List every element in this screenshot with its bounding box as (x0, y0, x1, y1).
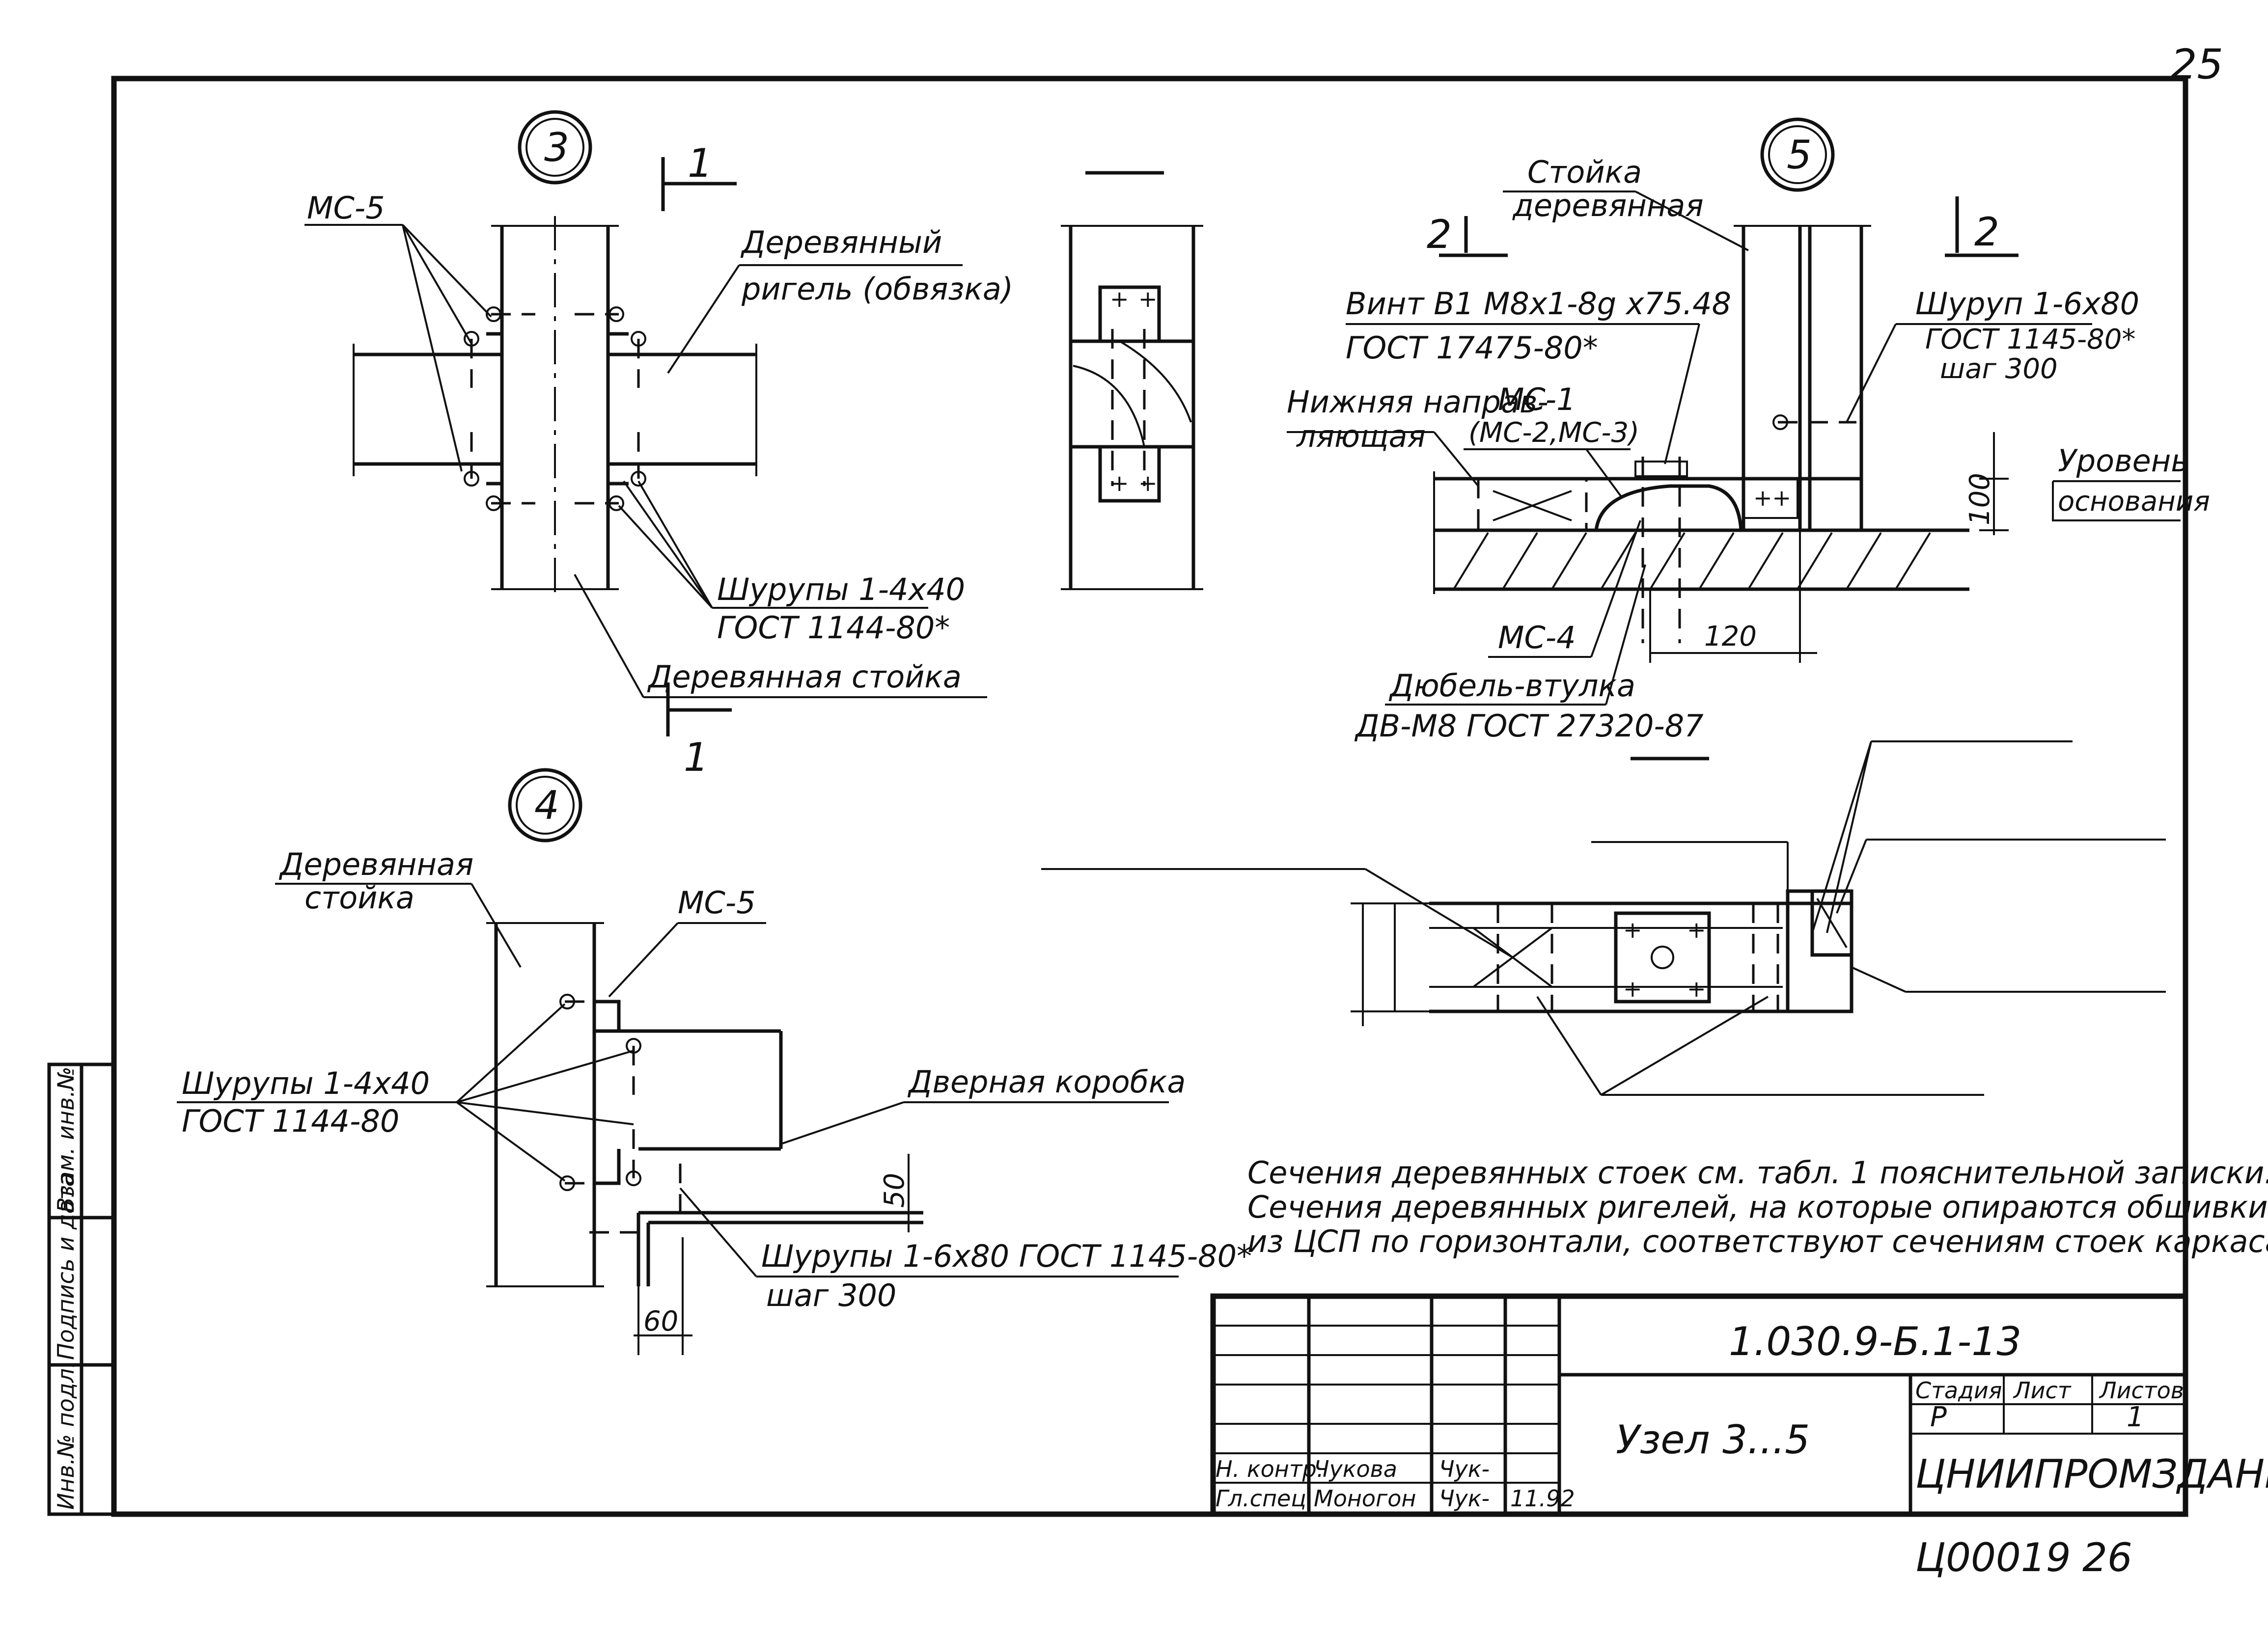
stamp-code: Ц00019 (1915, 1535, 2071, 1580)
node-5-marker: 5 (1787, 132, 1812, 178)
title-sheets-header: Листов (2099, 1377, 2184, 1404)
node-5-bolt-line1: Винт В1 М8х1-8g х75.48 (1346, 286, 1731, 322)
title-name1: Чукова (1314, 1456, 1397, 1482)
title-block: 1.030.9-Б.1-13 Узел 3...5 Стадия Лист Ли… (1210, 1293, 2268, 1517)
title-date: 11.92 (1510, 1485, 1575, 1512)
title-sheets: 1 (2127, 1401, 2144, 1433)
svg-text:++: ++ (1753, 485, 1791, 511)
side-sign-date: Подпись и дата (53, 1173, 79, 1360)
section-2-2-view: + + + + (1041, 740, 2166, 1096)
svg-text:+: + (1623, 976, 1642, 1002)
title-node-name: Узел 3...5 (1616, 1417, 1810, 1463)
node-4-screws6-line2: шаг 300 (766, 1278, 896, 1313)
title-stage: Р (1930, 1401, 1947, 1433)
title-org: ЦНИИПРОМЗДАНИЙ (1915, 1451, 2268, 1497)
node-5-screw-line1: Шуруп 1-6х80 (1915, 286, 2139, 322)
svg-text:+: + (1623, 917, 1642, 943)
node-3-marker: 3 (544, 125, 569, 170)
side-replace: Взам. инв.№ (53, 1066, 79, 1213)
note-line-1: Сечения деревянных стоек см. табл. 1 поя… (1247, 1155, 2268, 1191)
node-5-post-line1: Стойка (1527, 154, 1642, 190)
node-4-mc5-label: МС-5 (678, 885, 756, 921)
node-4-marker: 4 (534, 783, 559, 828)
node-5-dim-120: 120 (1704, 621, 1757, 653)
svg-text:+: + (1687, 917, 1706, 943)
sheet-frame (111, 76, 2188, 1517)
node-4-view: 4 Деревянная стойка МС-5 (177, 768, 1252, 1355)
node-5-mc1-line2: (МС-2,МС-3) (1468, 417, 1639, 449)
node-3-mc5-label: МС-5 (307, 190, 385, 226)
note-line-2: Сечения деревянных ригелей, на которые о… (1247, 1189, 2268, 1225)
node-5-marker-ring (1760, 117, 1835, 192)
title-doc-code: 1.030.9-Б.1-13 (1729, 1319, 2021, 1364)
svg-text:+: + (1110, 286, 1129, 312)
node-5-dowel-line2: ДВ-М8 ГОСТ 27320-87 (1354, 708, 1704, 744)
svg-text:+: + (1110, 470, 1129, 496)
title-sign2: Чук- (1439, 1485, 1490, 1512)
node-5-view: 5 2 2 (1287, 117, 2210, 744)
node-5-mc1-line1: МС-1 (1498, 381, 1576, 417)
section-1-1-view: + + + + (1061, 171, 1203, 590)
node-4-door-frame: Дверная коробка (907, 1064, 1186, 1100)
node-5-guide-line2: ляющая (1296, 418, 1426, 454)
node-3-section-top: 1 (688, 140, 713, 186)
node-5-bolt-line2: ГОСТ 17475-80* (1346, 330, 1598, 366)
node-3-rigel-line2: ригель (обвязка) (741, 271, 1013, 307)
side-inv: Инв.№ подл. (53, 1361, 79, 1510)
title-sheet-header: Лист (2013, 1377, 2072, 1404)
node-4-post-line2: стойка (304, 880, 415, 916)
node-4-screws-line1: Шурупы 1-4х40 (182, 1065, 430, 1101)
node-3-view: 3 1 1 (304, 110, 1013, 780)
title-sign1: Чук- (1439, 1456, 1490, 1482)
stamp-sheet: 26 (2082, 1535, 2132, 1580)
node-5-post-line2: деревянная (1512, 188, 1704, 223)
node-4-dim-50: 50 (879, 1173, 911, 1208)
node-5-dowel-line1: Дюбель-втулка (1388, 668, 1635, 704)
node-5-level-line1: Уровень (2058, 443, 2189, 479)
node-5-screw-line2: ГОСТ 1145-80* (1925, 324, 2135, 355)
node-3-marker-ring (518, 110, 592, 185)
node-5-screw-line3: шаг 300 (1940, 353, 2058, 385)
svg-text:+: + (1687, 976, 1706, 1002)
node-4-screws-line2: ГОСТ 1144-80 (182, 1103, 399, 1139)
node-3-post-label: Деревянная стойка (647, 659, 962, 695)
node-3-rigel-line1: Деревянный (740, 224, 942, 260)
node-5-dim-100: 100 (1964, 473, 1996, 525)
node-5-section-left: 2 (1427, 212, 1452, 257)
title-role2: Гл.спец. (1216, 1485, 1313, 1512)
node-4-dim-60: 60 (643, 1306, 678, 1337)
side-strip: Инв.№ подл. Подпись и дата Взам. инв.№ (47, 1062, 116, 1516)
node-4-post-line1: Деревянная (278, 846, 473, 882)
node-4-marker-ring (508, 768, 582, 843)
note-line-3: из ЦСП по горизонтали, соответствуют сеч… (1247, 1224, 2268, 1259)
node-3-screws-line2: ГОСТ 1144-80* (717, 610, 950, 646)
node-4-screws6-line1: Шурупы 1-6х80 ГОСТ 1145-80* (761, 1238, 1252, 1274)
title-stage-header: Стадия (1915, 1377, 2002, 1404)
node-5-section-right: 2 (1974, 209, 1999, 255)
node-5-guide-line1: Нижняя направ- (1287, 384, 1549, 420)
title-name2: Моногон (1314, 1485, 1416, 1512)
node-5-level-line2: основания (2058, 486, 2210, 517)
svg-text:+: + (1138, 470, 1158, 496)
node-3-section-bottom: 1 (684, 734, 709, 780)
svg-text:+: + (1138, 286, 1158, 312)
node-3-screws-line1: Шурупы 1-4х40 (717, 571, 965, 607)
notes-block: Сечения деревянных стоек см. табл. 1 поя… (1247, 1155, 2268, 1259)
node-5-mc4: МС-4 (1498, 620, 1576, 655)
title-role1: Н. контр. (1216, 1456, 1324, 1482)
